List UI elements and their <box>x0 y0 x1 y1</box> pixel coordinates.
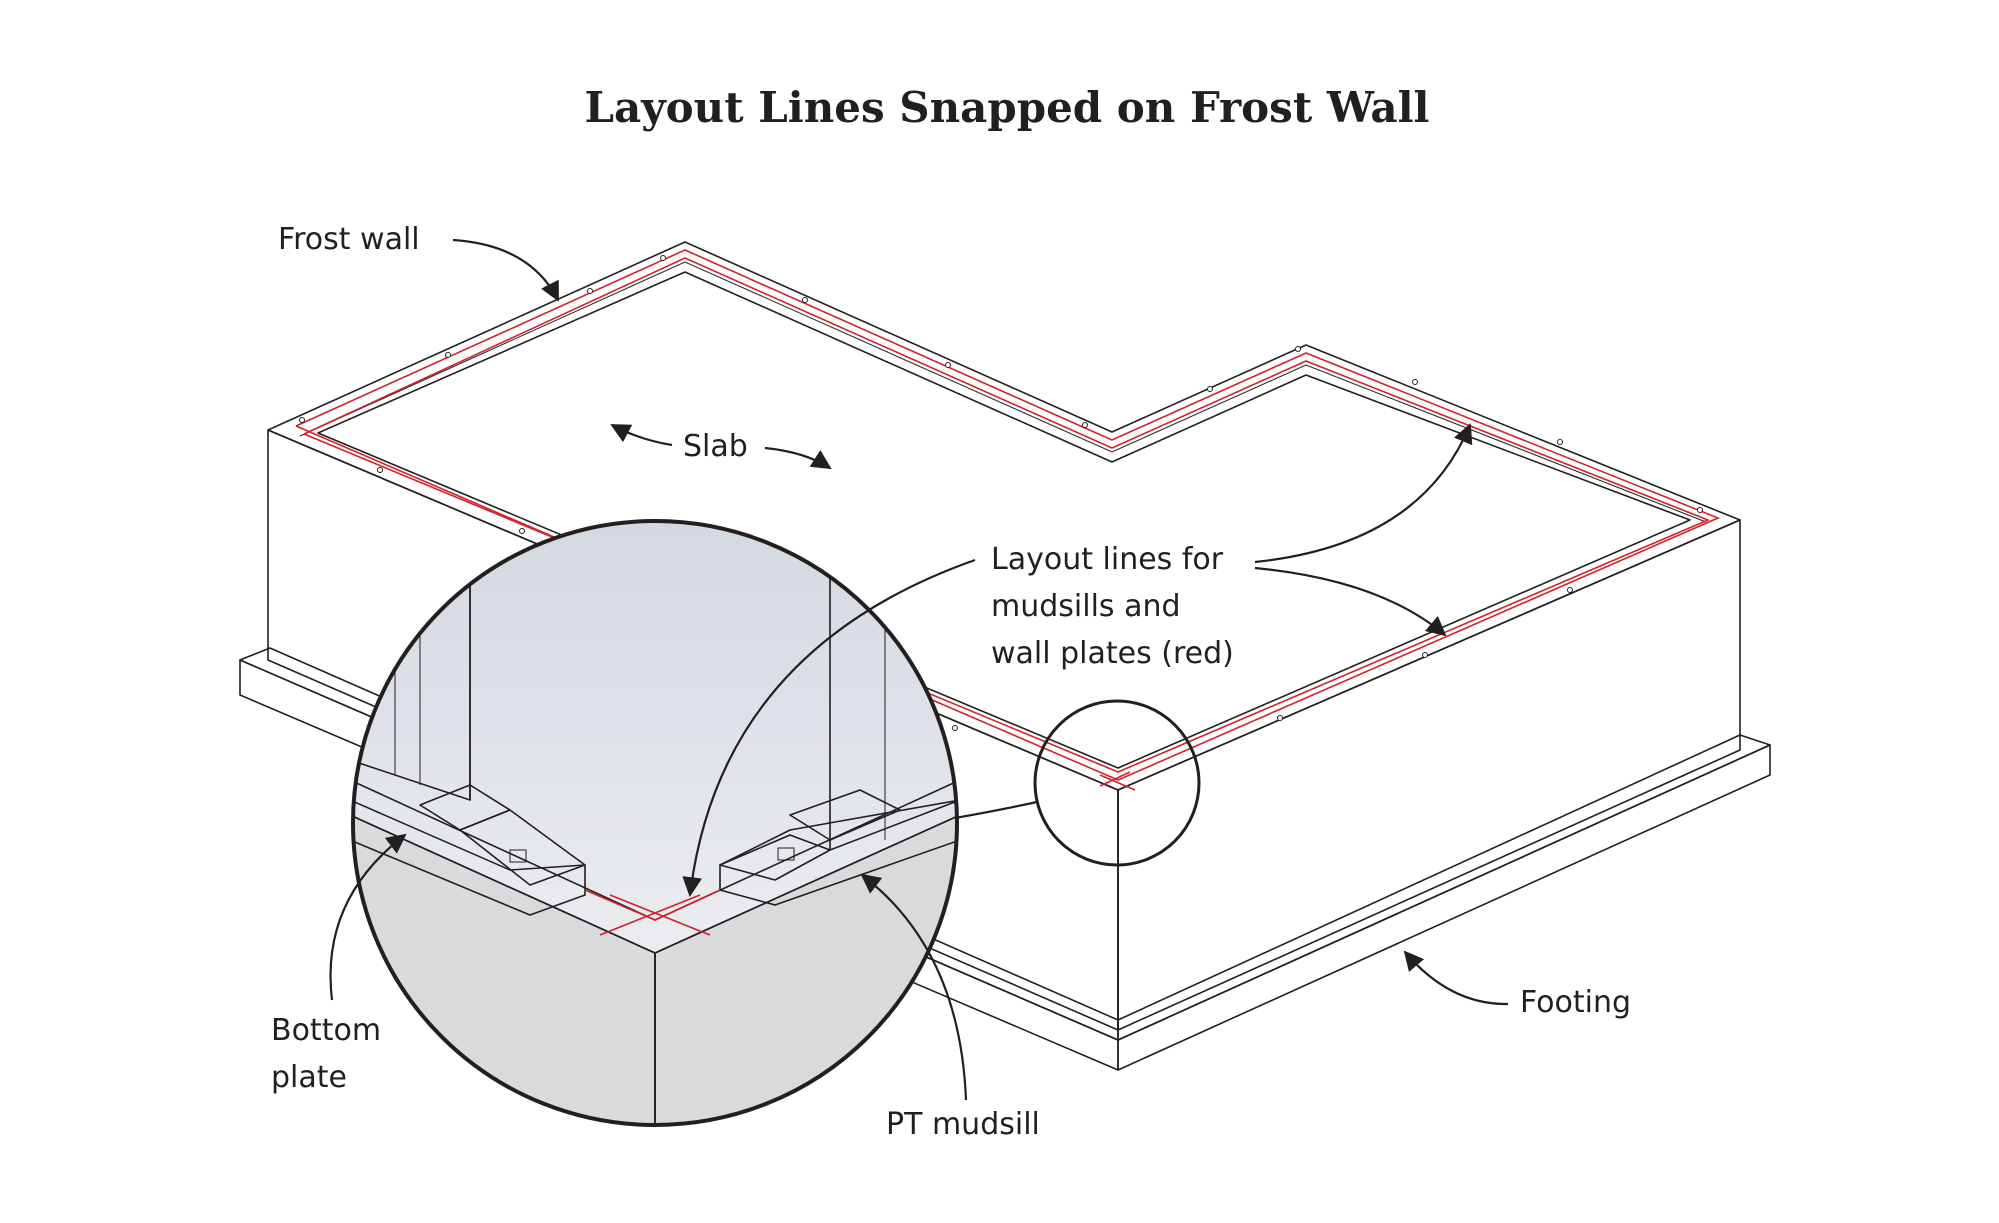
detail-callout-circle <box>1033 699 1201 867</box>
label-frost-wall: Frost wall <box>278 222 420 257</box>
svg-text:wall plates (red): wall plates (red) <box>991 636 1234 671</box>
label-footing: Footing <box>1520 985 1631 1020</box>
arrow-frost-wall <box>452 238 559 302</box>
arrow-bottom-plate <box>329 833 407 1001</box>
svg-text:Layout lines for: Layout lines for <box>991 542 1224 577</box>
label-bottom-plate: Bottom plate <box>271 1013 381 1095</box>
label-slab: Slab <box>683 429 748 464</box>
arrow-layout-lines-zoom <box>682 558 976 897</box>
svg-text:mudsills and: mudsills and <box>991 589 1181 624</box>
arrow-slab-left <box>610 424 673 447</box>
layout-lines-red <box>295 249 1721 791</box>
svg-text:plate: plate <box>271 1060 347 1095</box>
zoom-circle-outline <box>351 519 959 1127</box>
arrow-layout-lines-up <box>1254 423 1473 564</box>
anchor-bolts <box>299 255 1703 731</box>
arrow-slab-right <box>764 446 832 470</box>
zoom-detail <box>353 521 957 1125</box>
svg-text:Bottom: Bottom <box>271 1013 381 1048</box>
diagram-title: Layout Lines Snapped on Frost Wall <box>585 83 1430 132</box>
label-pt-mudsill: PT mudsill <box>886 1107 1040 1142</box>
arrow-footing <box>1403 950 1509 1006</box>
arrow-pt-mudsill <box>860 873 968 1101</box>
arrow-layout-lines-down <box>1254 566 1447 637</box>
label-layout-lines: Layout lines for mudsills and wall plate… <box>991 542 1234 671</box>
